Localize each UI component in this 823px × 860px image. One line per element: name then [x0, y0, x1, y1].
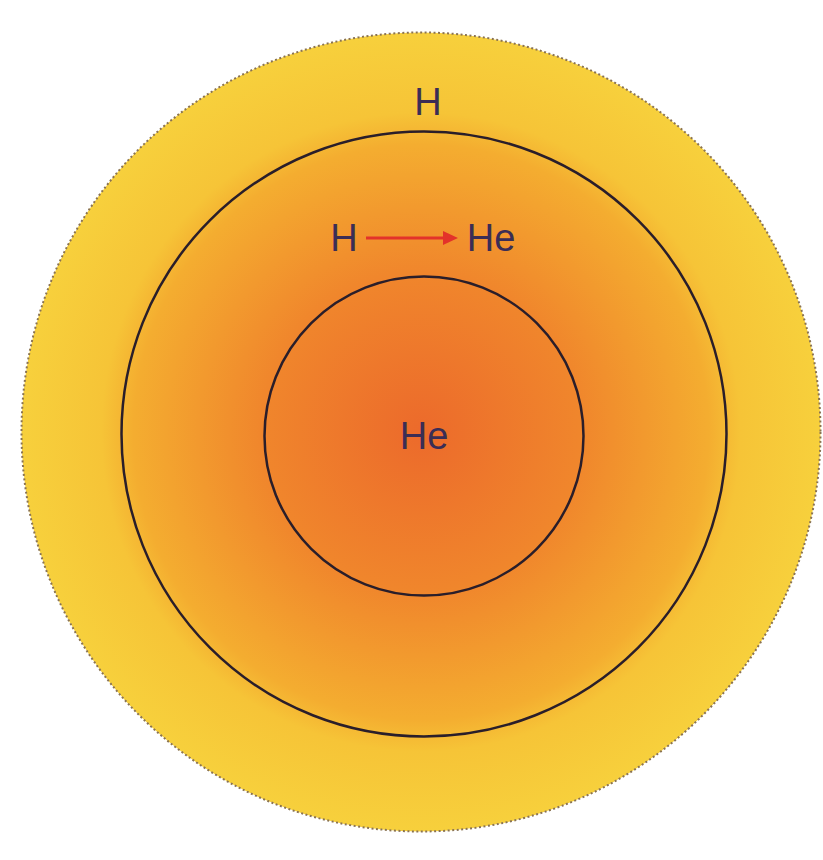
circle-outline	[22, 33, 821, 832]
element-label: H	[330, 219, 357, 257]
circle-outline	[265, 277, 584, 596]
element-label: H	[414, 83, 441, 121]
element-label: He	[467, 219, 516, 257]
arrow-head	[443, 231, 458, 245]
arrow-shaft	[366, 237, 446, 240]
star-envelope: He H He H	[20, 31, 822, 833]
element-label: He	[400, 417, 449, 455]
helium-core: He	[263, 275, 585, 597]
circle-outline	[122, 132, 727, 737]
fusion-shell: He H He	[120, 130, 728, 738]
